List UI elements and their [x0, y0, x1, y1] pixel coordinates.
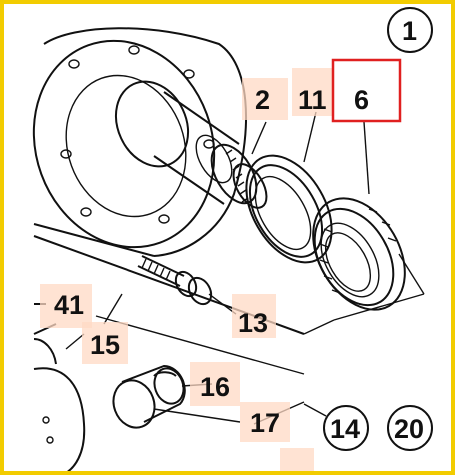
bearing-part-6	[312, 197, 406, 311]
callout-15: 15	[90, 330, 120, 360]
callout-circle-1	[387, 7, 433, 53]
callout-16: 16	[200, 372, 230, 402]
callout-circle-14	[323, 405, 369, 451]
plug-part-16-17	[112, 364, 186, 429]
parts-diagram: 1 2 11 6 13 41 15 16 17 14 20	[32, 7, 433, 471]
callout-11: 11	[298, 85, 327, 115]
bolt-part-13	[137, 255, 213, 306]
callout-1: 1	[402, 16, 417, 46]
callout-6: 6	[354, 85, 369, 115]
housing-part-15-41	[33, 303, 86, 471]
highlight-box-part-6	[331, 58, 402, 123]
callout-13: 13	[238, 308, 268, 338]
seal-part-11	[245, 154, 333, 264]
callout-41: 41	[54, 290, 84, 320]
callout-numbers: 1 2 11 6 13 41 15 16 17 14 20	[54, 7, 433, 451]
callout-2: 2	[255, 85, 270, 115]
callout-14: 14	[330, 414, 360, 444]
callout-20: 20	[394, 414, 424, 444]
callout-17: 17	[250, 408, 280, 438]
label-tags	[40, 68, 334, 471]
callout-circle-20	[387, 405, 433, 451]
